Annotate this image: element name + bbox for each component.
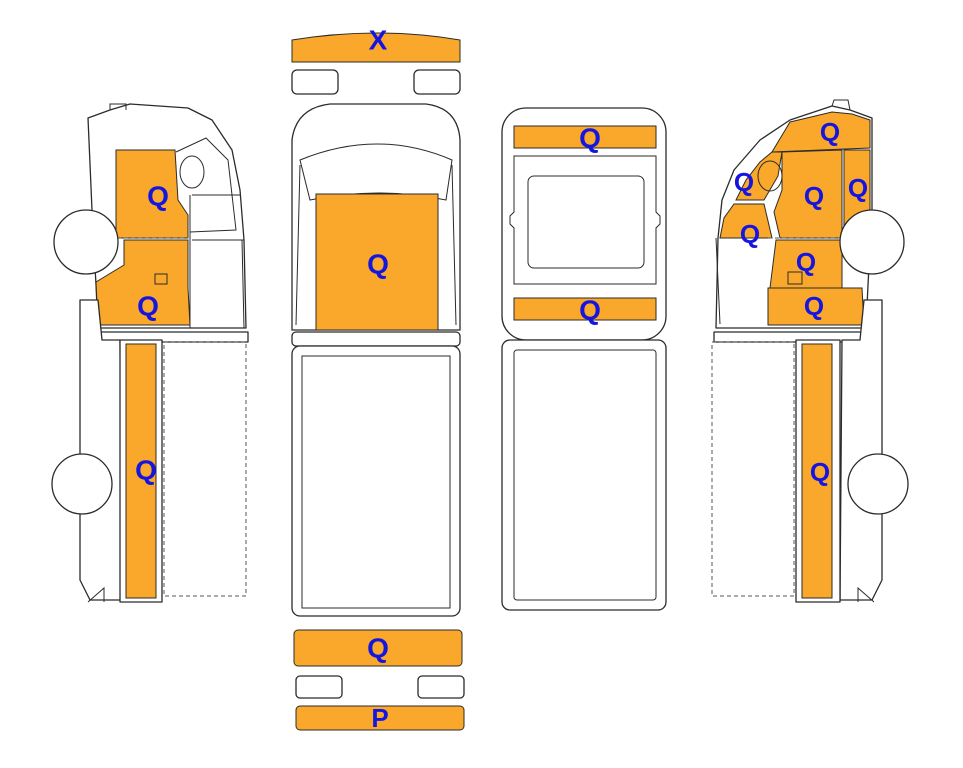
top-cargo-outline bbox=[291, 345, 461, 617]
front-lower-code: Q bbox=[579, 295, 601, 326]
right-cargo-side-code: Q bbox=[810, 457, 830, 487]
right-cab-lower-code: Q bbox=[804, 291, 824, 321]
rear-bumper-zone bbox=[295, 705, 465, 731]
roof-code: Q bbox=[367, 249, 389, 280]
right-headlight bbox=[413, 69, 461, 95]
left-cargo-side-zone bbox=[125, 343, 157, 599]
left-cab-lower-code: Q bbox=[137, 291, 159, 322]
front-bumper-zone bbox=[291, 32, 461, 63]
left-cargo-outline bbox=[79, 299, 123, 601]
front-view: Q Q bbox=[501, 107, 667, 611]
right-pillar-lower-zone bbox=[719, 203, 773, 239]
left-taillight bbox=[295, 675, 343, 699]
right-cab-top-code: Q bbox=[820, 117, 840, 147]
front-box-outline bbox=[501, 339, 667, 611]
right-rear-wheel bbox=[847, 453, 909, 515]
front-bumper-code: X bbox=[369, 25, 388, 56]
rear-bumper-code: P bbox=[371, 703, 388, 733]
left-front-wheel bbox=[53, 209, 119, 275]
right-taillight bbox=[417, 675, 465, 699]
right-cargo-outline bbox=[839, 299, 883, 601]
left-cargo-side-code: Q bbox=[135, 455, 157, 486]
left-rear-wheel bbox=[51, 453, 113, 515]
front-lower-zone bbox=[513, 297, 657, 321]
left-cab-upper-code: Q bbox=[147, 181, 169, 212]
right-door-upper-code: Q bbox=[804, 181, 824, 211]
right-cargo-side-zone bbox=[801, 343, 833, 599]
left-cab-lower-zone bbox=[95, 239, 191, 326]
hood-top-zone bbox=[513, 125, 657, 149]
hood-top-code: Q bbox=[579, 123, 601, 154]
right-door-handle-code: Q bbox=[796, 247, 816, 277]
rear-panel-zone bbox=[293, 629, 463, 667]
left-side-view: Q Q Q bbox=[51, 103, 249, 603]
left-headlight bbox=[291, 69, 339, 95]
top-view: X Q Q P bbox=[291, 25, 465, 733]
right-door-upper-zone bbox=[773, 149, 843, 239]
right-rear-edge-code: Q bbox=[848, 173, 868, 203]
right-pillar-lower-code: Q bbox=[740, 219, 760, 249]
right-side-view: Q Q Q Q Q Q Q Q bbox=[711, 99, 909, 603]
right-pillar-upper-code: Q bbox=[734, 167, 754, 197]
rear-panel-code: Q bbox=[367, 633, 389, 664]
roof-zone bbox=[315, 193, 439, 331]
right-front-wheel bbox=[839, 209, 905, 275]
right-pillar-upper-zone bbox=[735, 151, 783, 201]
